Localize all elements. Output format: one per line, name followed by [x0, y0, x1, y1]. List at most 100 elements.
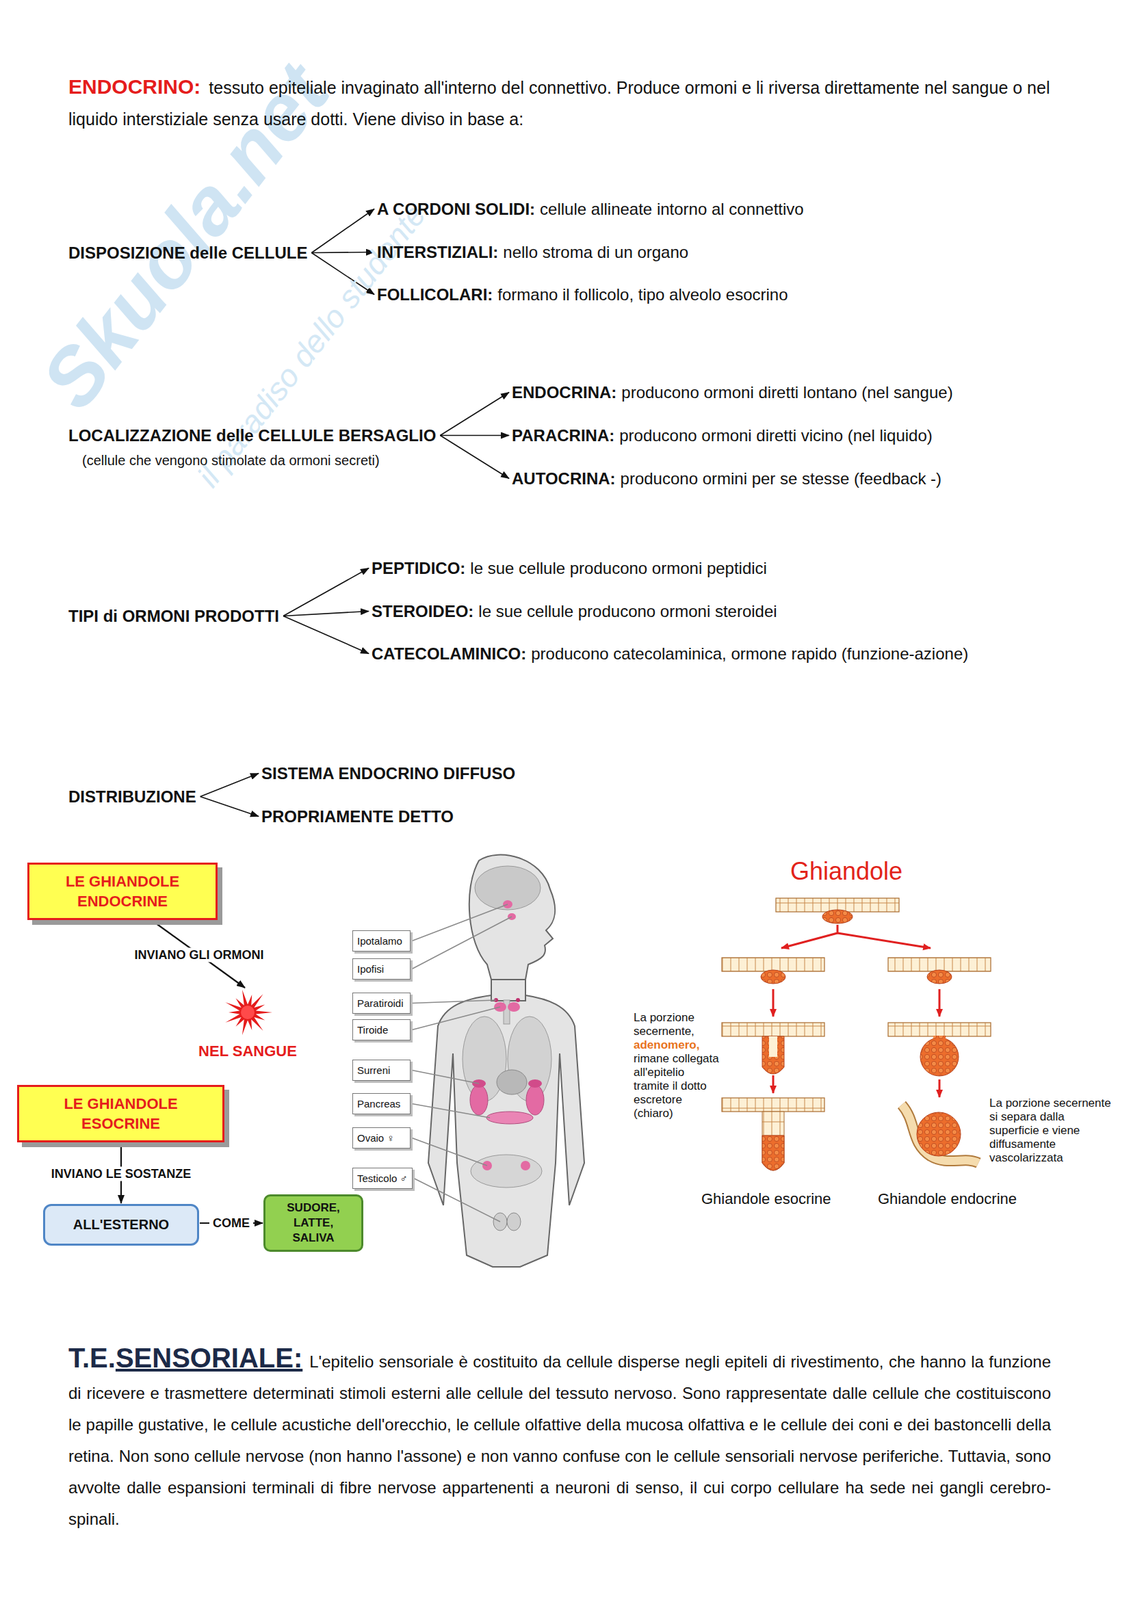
node-title: Surreni: [357, 1064, 390, 1077]
torso: [428, 995, 585, 1268]
node-title: Ipotalamo: [357, 935, 403, 947]
node-text: cellule allineate intorno al connettivo: [539, 199, 804, 219]
pancreas: [486, 1111, 533, 1125]
node-title: DISPOSIZIONE delle CELLULE: [68, 243, 308, 263]
connector-label: INVIANO LE SOSTANZE: [47, 1166, 195, 1181]
arrow-connector: [439, 435, 510, 479]
step-arrow: [772, 989, 775, 1017]
node-title: Pancreas: [357, 1098, 401, 1110]
arrow-connector: [439, 435, 510, 437]
category-item: FOLLICOLARI:formano il follicolo, tipo a…: [377, 284, 789, 305]
node-title: CATECOLAMINICO:: [371, 644, 527, 663]
arrow-connector: [200, 797, 259, 817]
text-block: La porzione secernente,adenomero,rimane …: [633, 1011, 720, 1121]
arrow-connector: [283, 611, 369, 617]
arrow-connector: [311, 253, 375, 295]
node-title: PARACRINA:: [511, 426, 615, 445]
node-title: LE GHIANDOLE ESOCRINE: [63, 1095, 178, 1133]
burst-shape: [186, 985, 310, 1040]
figure-note: rimane collegata all'epitelio tramite il…: [633, 1052, 720, 1121]
node-title: DISTRIBUZIONE: [68, 787, 197, 806]
fork-arrow: [781, 925, 838, 949]
node-text: producono ormini per se stesse (feedback…: [620, 469, 943, 488]
kidney: [526, 1085, 544, 1116]
fork-arrow: [837, 933, 931, 949]
concept-box: LE GHIANDOLE ENDOCRINE: [27, 862, 218, 921]
thyroid: [507, 1002, 520, 1012]
category-item: A CORDONI SOLIDI:cellule allineate intor…: [377, 199, 804, 219]
category-label: TIPI di ORMONI PRODOTTI: [68, 606, 280, 627]
gland-bud: [927, 970, 952, 984]
node-title: STEROIDEO:: [371, 602, 474, 621]
node-title: A CORDONI SOLIDI:: [377, 199, 536, 219]
step-arrow: [938, 989, 941, 1017]
parathyroid: [515, 998, 520, 1003]
node-title: INTERSTIZIALI:: [377, 242, 499, 262]
epithelium: [721, 1098, 825, 1112]
organ-label: Ovaio ♀: [352, 1127, 411, 1149]
category-item: CATECOLAMINICO:producono catecolaminica,…: [371, 643, 969, 664]
category-item: INTERSTIZIALI:nello stroma di un organo: [377, 242, 689, 263]
category-label: DISPOSIZIONE delle CELLULE: [68, 242, 308, 263]
arrow-connector: [311, 209, 375, 254]
arrow-connector: [311, 252, 375, 254]
blood-vessel: [901, 1105, 979, 1164]
ovary: [520, 1161, 531, 1171]
category-item: PROPRIAMENTE DETTO: [261, 806, 454, 827]
gland-bud: [822, 910, 853, 924]
category-item: ENDOCRINA:producono ormoni diretti lonta…: [511, 382, 954, 403]
node-title: Testicolo ♂: [357, 1172, 408, 1185]
arrow-connector: [200, 773, 259, 798]
node-title: Paratiroidi: [357, 997, 404, 1010]
node-title: TIPI di ORMONI PRODOTTI: [68, 606, 280, 626]
lumen: [769, 1036, 778, 1058]
watermark: il paradiso dello studente: [189, 197, 434, 494]
step-arrow: [772, 1075, 775, 1094]
arrow-connector: [283, 616, 369, 655]
node-title: AUTOCRINA:: [511, 469, 616, 488]
step-arrow: [938, 1079, 941, 1098]
category-item: AUTOCRINA:producono ormini per se stesse…: [511, 468, 942, 489]
body-figure: [428, 855, 585, 1268]
category-label: LOCALIZZAZIONE delle CELLULE BERSAGLIO(c…: [68, 425, 436, 469]
arrow-connector: [283, 568, 369, 617]
concept-box: ALL'ESTERNO: [43, 1204, 200, 1246]
category-item: PEPTIDICO:le sue cellule producono ormon…: [371, 558, 767, 579]
arrow-connector: [439, 392, 510, 436]
node-title: LE GHIANDOLE ENDOCRINE: [65, 873, 180, 910]
blood-vessel: [901, 1105, 979, 1164]
node-title: NEL SANGUE: [198, 1042, 297, 1060]
duct: [762, 1111, 785, 1171]
organ-label: Ipotalamo: [352, 930, 411, 952]
leader-line: [411, 1138, 488, 1167]
category-item: STEROIDEO:le sue cellule producono ormon…: [371, 601, 778, 622]
node-title: ALL'ESTERNO: [73, 1217, 169, 1233]
figure-title: Ghiandole: [790, 857, 903, 887]
node-title: SISTEMA ENDOCRINO DIFFUSO: [261, 764, 516, 783]
heart: [496, 1070, 527, 1095]
figure-caption: Ghiandole endocrine: [877, 1190, 1017, 1209]
burst-star: [225, 990, 273, 1036]
concept-box: LE GHIANDOLE ESOCRINE: [17, 1085, 225, 1143]
epithelium: [721, 1022, 825, 1037]
pelvis: [470, 1154, 542, 1188]
node-title: PEPTIDICO:: [371, 559, 466, 578]
epithelium: [888, 1022, 991, 1037]
burst-core: [240, 1005, 255, 1020]
organ-label: Ipofisi: [352, 958, 411, 980]
text-block: ENDOCRINO:tessuto epiteliale invaginato …: [68, 71, 1061, 135]
text-block: T.E.SENSORIALE:L'epitelio sensoriale è c…: [68, 1342, 1051, 1536]
node-title: SUDORE, LATTE, SALIVA: [286, 1201, 340, 1245]
glands-illustration: [721, 898, 991, 1171]
node-title: ENDOCRINA:: [511, 383, 617, 402]
organ-label: Testicolo ♂: [352, 1167, 413, 1190]
node-text: (cellule che vengono stimolate da ormoni…: [82, 452, 436, 469]
node-text: formano il follicolo, tipo alveolo esocr…: [497, 285, 788, 304]
leader-line: [411, 1000, 497, 1004]
figure-caption: Ghiandole esocrine: [701, 1190, 832, 1209]
epithelium: [721, 957, 825, 972]
leader-line: [411, 1070, 479, 1085]
organ-label: Paratiroidi: [352, 992, 411, 1014]
leader-line: [411, 1007, 501, 1031]
